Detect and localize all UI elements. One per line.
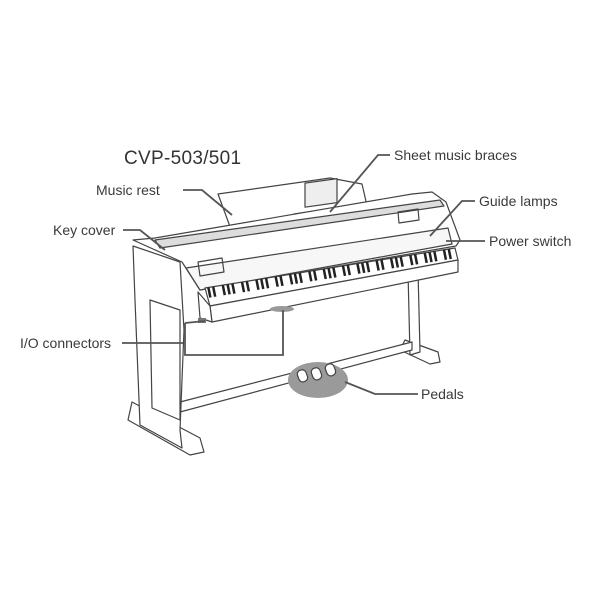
black-key [207,287,212,298]
black-key [255,279,260,291]
leader-guide-lamps [429,200,475,237]
black-key [399,256,404,267]
black-key [346,264,352,276]
black-key [356,263,361,274]
black-key [413,254,419,265]
black-key [360,262,366,274]
black-key [308,271,313,282]
model-title: CVP-503/501 [124,148,242,169]
black-key [264,277,270,289]
leader-pedals [344,381,418,395]
io-connector-front [270,306,294,312]
leader-io-connectors [122,310,284,356]
left-side-panel [132,245,185,449]
black-key [423,252,428,264]
black-key [394,257,400,268]
display-screen [304,178,338,208]
black-key [298,272,303,284]
label-pedals: Pedals [421,386,464,402]
black-key [226,284,231,295]
control-panel [185,227,453,291]
black-key [409,254,414,266]
black-key [231,283,236,294]
black-key [322,268,327,280]
black-key [288,274,294,285]
black-key [380,259,385,271]
black-key [442,249,448,261]
black-key [332,267,337,278]
black-key [279,275,284,287]
black-key [293,273,299,284]
black-key [240,281,246,293]
black-key [211,286,217,297]
black-key [260,278,265,290]
pedals-shape [296,363,337,383]
label-sheet-music-braces: Sheet music braces [394,147,517,163]
black-key [221,284,227,296]
label-key-cover: Key cover [53,222,116,238]
black-key [433,251,438,262]
leader-key-cover [123,229,166,251]
label-music-rest: Music rest [96,182,160,198]
black-key [375,260,380,271]
leader-sheet-music-braces [329,154,390,213]
label-io-connectors: I/O connectors [20,335,112,351]
black-key [245,281,251,292]
label-power-switch: Power switch [489,233,572,249]
black-key [365,261,371,273]
black-key [447,248,452,260]
black-key [327,267,332,279]
black-key [274,276,279,287]
label-guide-lamps: Guide lamps [479,193,558,209]
leader-music-rest [183,189,233,216]
black-key [341,265,347,277]
black-key [428,251,433,263]
black-key [312,270,318,281]
black-key [389,257,395,269]
